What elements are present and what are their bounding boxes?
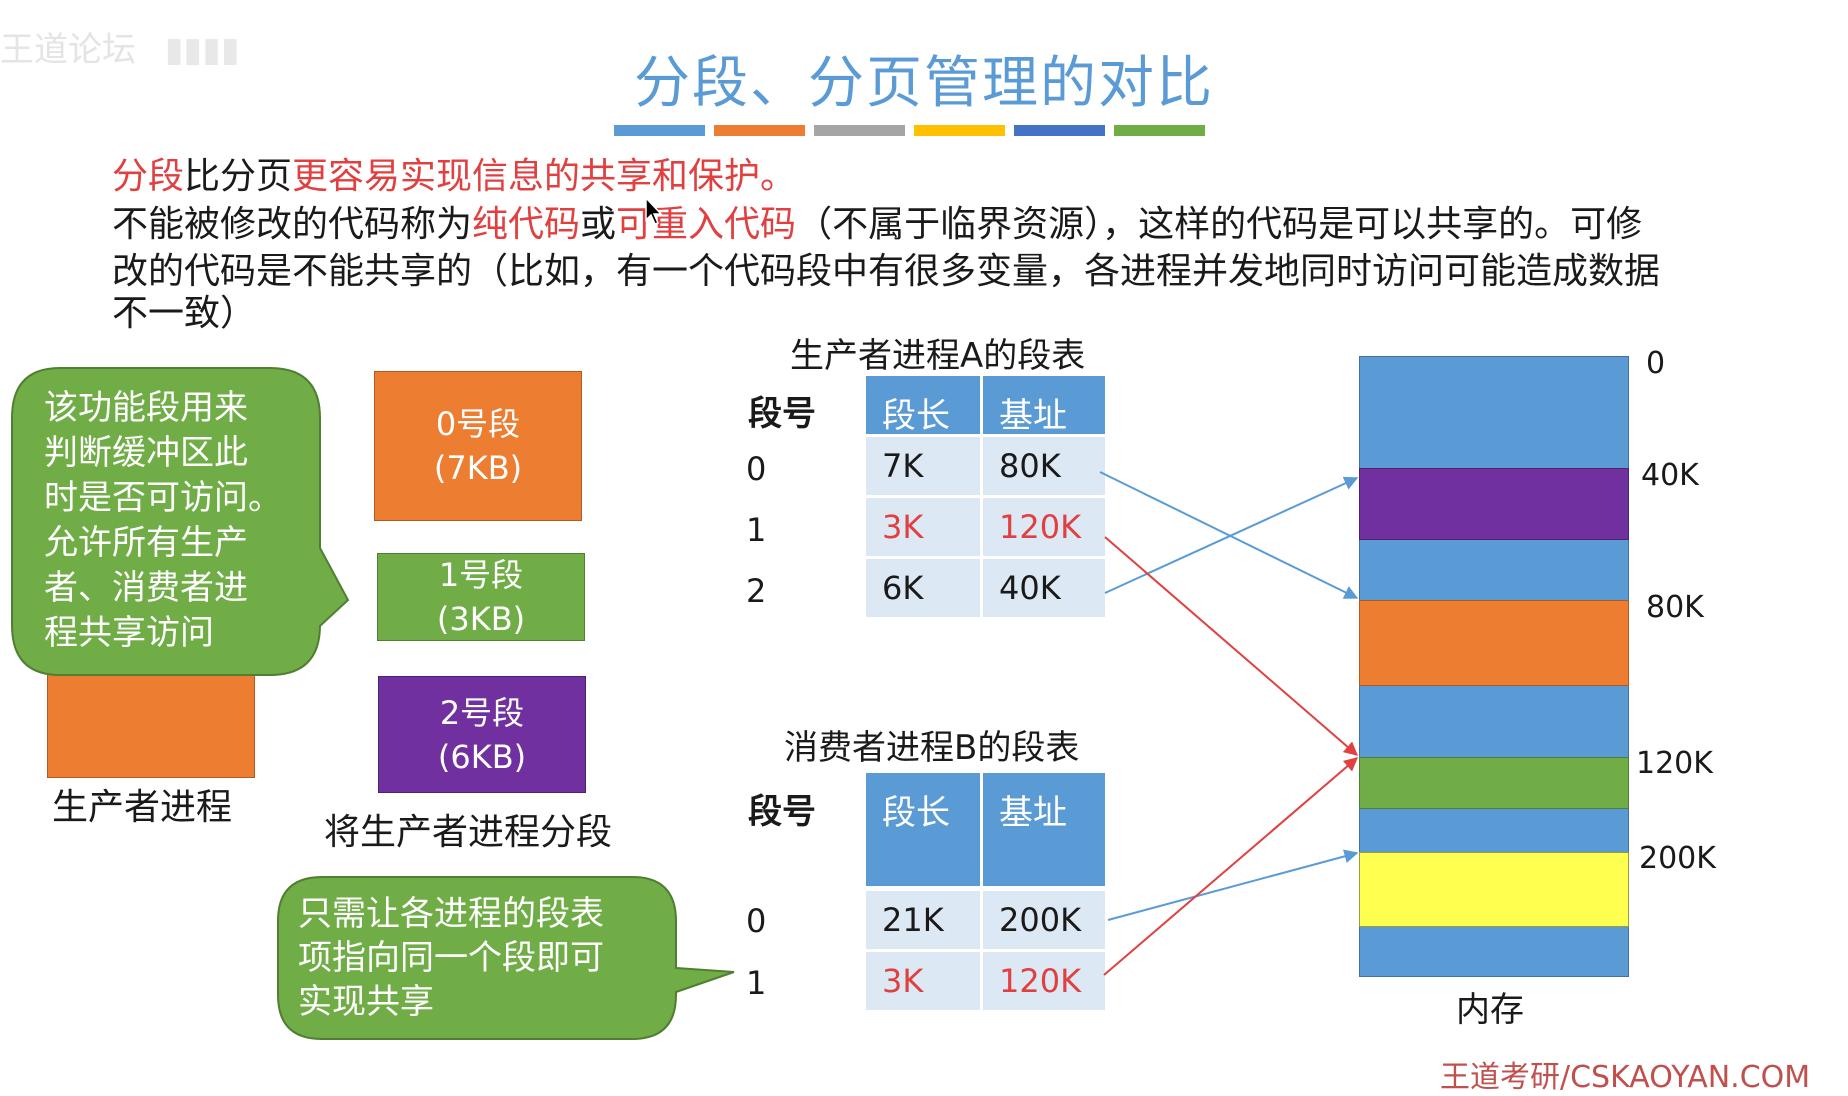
table-a-col-num: 段号 [748,394,816,434]
table-b-row-num: 1 [746,964,767,1002]
table-a-col-base: 基址 [983,376,1105,436]
table-b-row-base: 120K [983,952,1105,1010]
intro-text: 更容易实现信息的共享和保护 [292,156,761,197]
segment-size: (6KB) [437,737,527,776]
memory-segment-0 [1359,600,1629,686]
callout-line: 者、消费者进 [44,568,248,608]
arrow-a2-to-40k [1104,476,1359,594]
arrow-b1-to-120k [1103,757,1359,976]
underline-bar [714,125,805,136]
arrow-a0-to-80k [1099,471,1359,599]
callout-line: 实现共享 [298,982,434,1022]
segment-0: 0号段 (7KB) [374,371,582,521]
table-a-row-len: 6K [866,559,980,617]
memory-address: 40K [1641,458,1699,493]
memory-address: 80K [1646,590,1704,625]
table-b-row-base: 200K [983,891,1105,949]
producer-process-label: 生产者进程 [52,787,233,828]
table-b-col-len: 段长 [866,773,980,886]
table-a-row-base: 80K [983,437,1105,495]
callout-bottom-bubble [277,876,735,1040]
producer-process-block [47,660,255,778]
title-underline [614,125,1205,136]
segment-name: 0号段 [435,405,521,443]
mouse-cursor-icon [645,196,663,225]
memory-address: 120K [1636,746,1713,781]
memory-segment-2 [1359,468,1629,540]
watermark-text: 王道论坛 [0,30,136,70]
memory-segment-1-shared [1359,757,1629,809]
underline-bar [1114,125,1205,136]
segment-name: 2号段 [439,693,525,732]
table-a-row-num: 1 [746,511,767,549]
intro-text: 或 [580,204,617,245]
intro-text: （不属于临界资源），这样的代码是可以共享的。可修 [796,204,1643,245]
table-b-col-base: 基址 [983,773,1105,886]
table-b-row-num: 0 [746,902,767,940]
footer-brand: 王道考研/CSKAOYAN.COM [1440,1060,1811,1095]
table-a-row-base: 120K [983,498,1105,556]
memory-address: 200K [1639,841,1716,876]
callout-line: 时是否可访问。 [44,478,282,518]
page-title: 分段、分页管理的对比 [634,51,1214,116]
segment-size: (7KB) [433,449,523,487]
table-a-row-num: 0 [746,450,767,488]
callout-top-bubble [11,367,350,676]
segments-caption: 将生产者进程分段 [324,812,613,853]
table-b-title: 消费者进程B的段表 [784,728,1080,768]
intro-line-3: 改的代码是不能共享的（比如，有一个代码段中有很多变量，各进程并发地同时访问可能造… [112,251,1661,292]
underline-bar [814,125,905,136]
callout-bottom-text: 只需让各进程的段表 项指向同一个段即可 实现共享 [298,892,604,1024]
intro-line-2: 不能被修改的代码称为纯代码或可重入代码（不属于临界资源），这样的代码是可以共享的… [112,202,1642,248]
intro-text: 。 [760,156,797,197]
segment-2: 2号段 (6KB) [378,676,586,793]
watermark-logo: 王道论坛 ▮▮▮▮ [0,22,240,71]
callout-top-text: 该功能段用来 判断缓冲区此 时是否可访问。 允许所有生产 者、消费者进 程共享访… [44,386,282,656]
table-a-title: 生产者进程A的段表 [790,336,1086,376]
callout-line: 只需让各进程的段表 [298,894,604,934]
underline-bar [614,125,705,136]
arrow-a1-to-120k [1104,536,1359,756]
bilibili-logo-icon: ▮▮▮▮ [164,30,240,70]
table-a-row-len: 3K [866,498,980,556]
callout-line: 该功能段用来 [44,388,248,428]
segment-name: 1号段 [438,556,524,594]
memory-label: 内存 [1456,990,1524,1030]
segment-size: (3KB) [436,600,526,638]
intro-text: 分段 [112,156,185,197]
underline-bar [1014,125,1105,136]
intro-text: 不能被修改的代码称为 [112,204,473,245]
intro-line-1: 分段比分页更容易实现信息的共享和保护。 [112,154,796,200]
table-b-row-len: 3K [866,952,980,1010]
table-a-row-len: 7K [866,437,980,495]
memory-consumer-segment [1359,852,1629,927]
memory-address: 0 [1646,346,1666,381]
intro-text: 纯代码 [472,204,581,245]
table-a-col-len: 段长 [866,376,980,436]
callout-line: 判断缓冲区此 [44,433,248,473]
table-b-row-len: 21K [866,891,980,949]
callout-line: 程共享访问 [44,613,214,653]
callout-line: 项指向同一个段即可 [298,938,604,978]
table-a-row-num: 2 [746,572,767,610]
callout-line: 允许所有生产 [44,523,248,563]
arrow-b0-to-200k [1107,849,1359,921]
intro-text: 比分页 [184,156,293,197]
intro-line-4: 不一致） [112,293,257,334]
segment-1: 1号段 (3KB) [377,553,585,641]
underline-bar [914,125,1005,136]
table-b-col-num: 段号 [748,792,816,832]
table-a-row-base: 40K [983,559,1105,617]
